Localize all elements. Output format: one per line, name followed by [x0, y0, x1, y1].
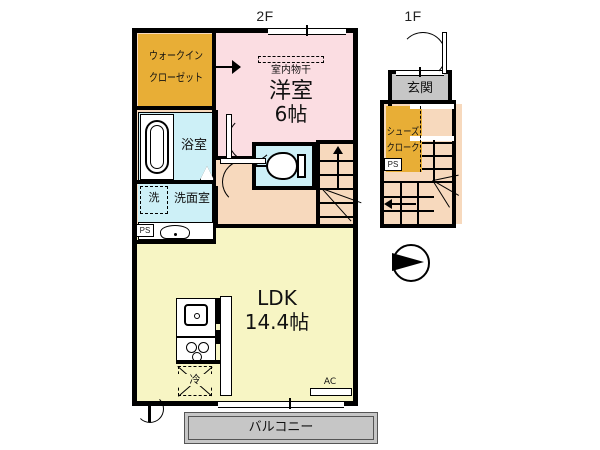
wic-door-icon — [216, 60, 241, 74]
stair-direction-arrow-1f — [390, 203, 416, 205]
first-floor-plan: PS 玄関 シューズ クローク — [370, 0, 600, 450]
vanity-drain-icon — [174, 233, 177, 236]
shoe-closet-partition — [420, 106, 422, 172]
walk-in-closet-label-line2: クローゼット — [148, 71, 204, 84]
stair-tread — [422, 168, 456, 170]
stair-tread — [320, 188, 356, 190]
stair-arrow-head — [333, 146, 343, 154]
kitchen-partition-bottom — [176, 360, 220, 364]
room-fill-walk-in-closet — [138, 34, 214, 108]
kitchen-sink-icon — [184, 304, 208, 326]
wall-1f-bottom — [380, 224, 456, 228]
wall-toilet-top — [252, 142, 316, 146]
bathtub-icon — [145, 120, 169, 174]
stove-burner-icon — [186, 342, 197, 353]
washroom-label: 洗面室 — [173, 191, 210, 205]
wall-stairs-left — [316, 140, 320, 228]
wall-bath-bottom — [136, 180, 216, 184]
washing-machine-space — [140, 186, 168, 214]
hallway-door-leaf — [220, 158, 266, 164]
stair-tread — [384, 181, 456, 183]
balcony-inner-edge — [188, 416, 374, 440]
hallway-door-arc — [222, 160, 266, 204]
ldk-label: LDK — [257, 286, 297, 310]
western-room-area: 6帖 — [274, 102, 308, 126]
wall-toilet-bottom — [252, 186, 316, 190]
ldk-side-door-icon — [136, 395, 164, 423]
vanity-sink-icon — [160, 225, 190, 239]
stair-tread — [320, 202, 356, 204]
kitchen-counter-divider — [176, 336, 216, 338]
wall-bedroom-bottom-right — [316, 140, 356, 144]
bathroom-unit-outline — [138, 112, 214, 182]
ac-unit-icon — [310, 388, 352, 396]
compass-needle — [392, 253, 424, 271]
stair-tread — [422, 155, 456, 157]
wall-entrance-left — [388, 70, 392, 106]
ps-label-2f: PS — [136, 224, 154, 237]
stair-tread — [384, 210, 434, 212]
shoe-closet-label-line2: クローク — [386, 143, 420, 154]
toilet-icon — [266, 152, 298, 180]
wall-2f-top — [132, 28, 358, 33]
second-floor-plan: 洗 PS — [132, 25, 378, 444]
refrigerator-label: 冷 — [178, 374, 212, 386]
bedroom-door-leaf — [226, 114, 232, 160]
stair-tread — [417, 182, 419, 226]
bathroom-door-icon — [200, 166, 214, 180]
entrance-label: 玄関 — [406, 81, 433, 96]
wall-hallway-bottom — [216, 224, 356, 228]
stair-tread — [320, 216, 356, 218]
stair-arrow-head-1f — [384, 199, 392, 209]
entrance-door-leaf — [442, 32, 447, 74]
indoor-laundry-pole-icon — [258, 56, 324, 63]
toilet-paper-holder-icon — [256, 165, 267, 167]
wall-1f-left — [380, 100, 384, 228]
ldk-area: 14.4帖 — [244, 310, 310, 334]
window-bedroom-mullion — [306, 25, 308, 36]
window-ldk-mullion — [289, 398, 291, 409]
ps-label-1f: PS — [384, 158, 402, 171]
kitchen-cabinet-column — [220, 296, 232, 396]
entrance-step-edge — [410, 104, 454, 109]
wall-wic-right — [212, 30, 216, 110]
wall-2f-left — [132, 28, 137, 406]
kitchen-counter — [176, 298, 216, 362]
compass-icon — [392, 244, 430, 282]
washer-label: 洗 — [148, 191, 160, 204]
western-room-label: 洋室 — [268, 79, 313, 104]
window-ldk-balcony — [218, 401, 344, 408]
stair-direction-arrow — [337, 150, 339, 188]
walk-in-closet-label-line1: ウォークイン — [148, 49, 204, 62]
shoe-closet-label-line1: シューズ — [386, 127, 420, 138]
floor-label-2f: 2F — [256, 8, 274, 24]
room-fill-entrance — [392, 74, 448, 104]
wall-hallway-left — [214, 186, 218, 228]
wall-wic-bottom — [136, 106, 216, 110]
room-fill-ldk-notch — [134, 240, 218, 260]
wall-entrance-right — [448, 70, 452, 106]
wall-bath-right — [212, 110, 216, 184]
toilet-tank-icon — [297, 154, 306, 178]
ac-label: AC — [323, 377, 337, 387]
wall-washroom-bottom — [136, 240, 216, 244]
wall-toilet-right — [312, 142, 316, 190]
wall-1f-right — [452, 100, 456, 228]
kitchen-partition-mid — [216, 330, 220, 344]
kitchen-partition-upper — [216, 298, 220, 324]
stair-tread — [433, 140, 435, 182]
wall-1f-top — [380, 100, 456, 104]
entrance-door-arc — [400, 32, 446, 78]
stair-tread — [422, 142, 456, 144]
floor-label-1f: 1F — [404, 8, 422, 24]
balcony-label: バルコニー — [248, 420, 314, 435]
bathroom-label: 浴室 — [180, 138, 207, 153]
wall-bedroom-left — [216, 110, 218, 158]
indoor-laundry-label: 室内物干 — [271, 65, 311, 76]
stair-tread — [384, 196, 434, 198]
stove-burner-icon — [198, 342, 209, 353]
hall-step-edge — [410, 136, 454, 141]
balcony-area — [184, 412, 378, 444]
